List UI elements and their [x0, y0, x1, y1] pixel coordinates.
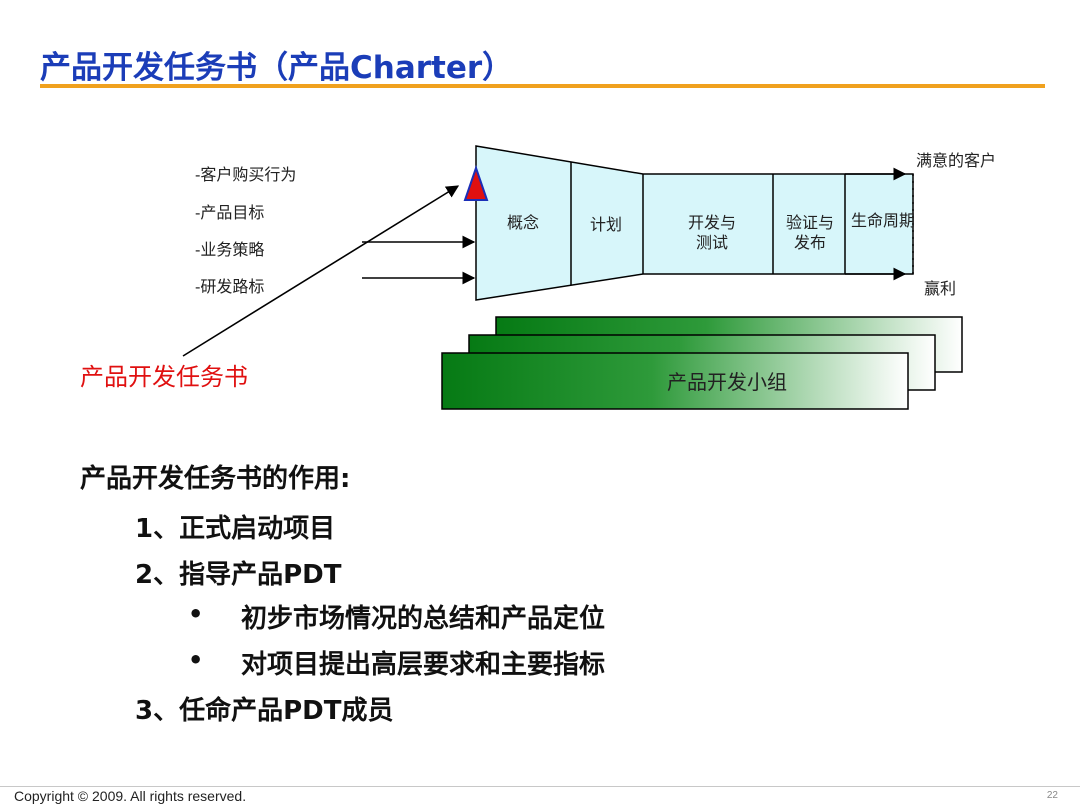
phase-verify-release-line1: 验证与	[786, 213, 834, 232]
input-label-business-strategy: -业务策略	[195, 240, 264, 259]
role-item-appoint-pdt: 3、任命产品PDT成员	[135, 696, 394, 726]
charter-marker	[463, 164, 489, 201]
input-label-rd-roadmap: -研发路标	[195, 277, 264, 296]
charter-arrow	[182, 185, 460, 357]
bullet-marker: •	[188, 600, 204, 628]
role-subitem-market-summary: 初步市场情况的总结和产品定位	[241, 604, 606, 634]
role-item-guide-pdt: 2、指导产品PDT	[135, 560, 342, 590]
input-label-product-goals: -产品目标	[195, 203, 264, 222]
page-title: 产品开发任务书（产品Charter）	[40, 50, 514, 86]
footer-divider	[0, 786, 1080, 787]
role-item-start-project: 1、正式启动项目	[135, 514, 336, 544]
role-subitem-high-level-requirements: 对项目提出高层要求和主要指标	[241, 650, 606, 680]
page-number: 22	[1046, 790, 1058, 801]
phase-plan: 计划	[590, 215, 622, 234]
output-label-satisfied-customers: 满意的客户	[916, 151, 996, 170]
phase-develop-test-line1: 开发与	[688, 213, 736, 232]
phase-verify-release-line2: 发布	[794, 233, 826, 252]
copyright-text: Copyright © 2009. All rights reserved.	[14, 788, 247, 804]
charter-label: 产品开发任务书	[80, 363, 248, 391]
roles-heading: 产品开发任务书的作用:	[80, 464, 351, 494]
bullet-marker: •	[188, 646, 204, 674]
input-label-customer-behavior: -客户购买行为	[195, 165, 296, 184]
phase-concept: 概念	[507, 213, 539, 232]
team-label: 产品开发小组	[667, 370, 787, 394]
team-layer-front	[441, 352, 909, 410]
charter-diagram: -客户购买行为 -产品目标 -业务策略 -研发路标 概念 计划 开发与 测试 验…	[80, 145, 996, 410]
phase-develop-test-line2: 测试	[696, 233, 728, 252]
phase-lifecycle: 生命周期	[851, 211, 915, 230]
output-label-profit: 赢利	[924, 279, 956, 298]
title-underline	[40, 84, 1045, 88]
